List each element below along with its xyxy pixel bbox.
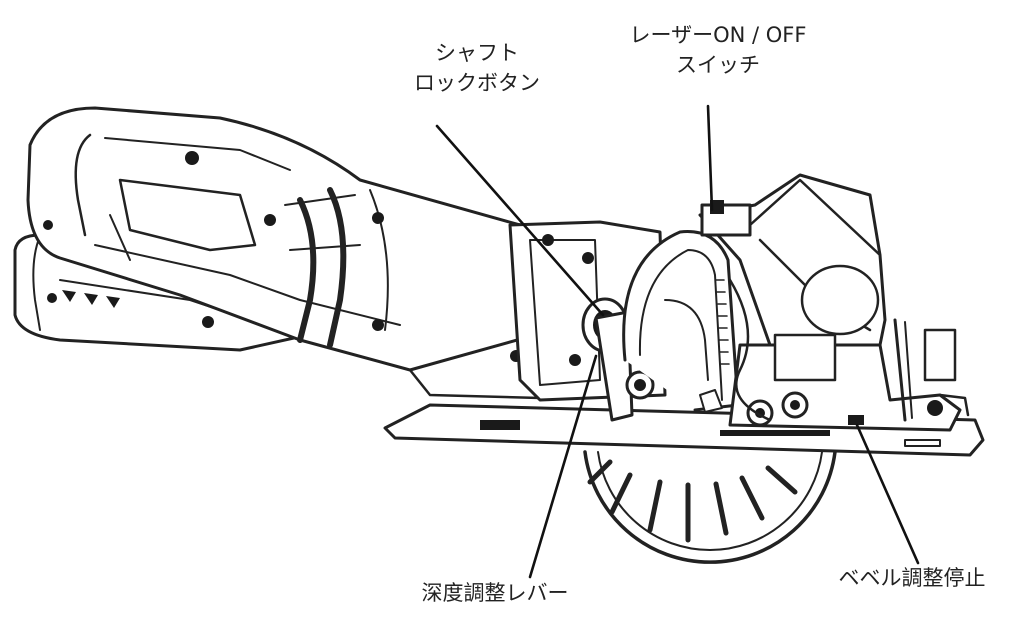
handle-body xyxy=(26,106,542,400)
leader-shaft-lock xyxy=(435,124,605,317)
laser-switch-label-line1: レーザーON / OFF xyxy=(629,23,807,47)
shaft-lock-label: シャフト ロックボタン xyxy=(392,40,562,96)
leader-bevel-stop xyxy=(855,423,920,565)
leader-lines xyxy=(435,104,920,579)
blade-guard xyxy=(622,230,740,412)
laser-switch-label: レーザーON / OFF スイッチ xyxy=(598,22,838,78)
front-bracket xyxy=(699,318,970,432)
leader-laser-switch xyxy=(706,104,714,212)
bevel-stop-label: ベベル調整停止 xyxy=(838,566,986,590)
shaft-lock-label-line1: シャフト xyxy=(435,41,519,65)
shaft-lock-label-line2: ロックボタン xyxy=(414,71,540,95)
internal-wire xyxy=(728,278,772,422)
laser-switch-label-line2: スイッチ xyxy=(676,53,760,77)
saw-blade xyxy=(583,450,837,564)
leader-depth-lever xyxy=(528,354,598,579)
depth-lever-label: 深度調整レバー xyxy=(421,581,569,605)
upper-guard xyxy=(698,173,887,347)
